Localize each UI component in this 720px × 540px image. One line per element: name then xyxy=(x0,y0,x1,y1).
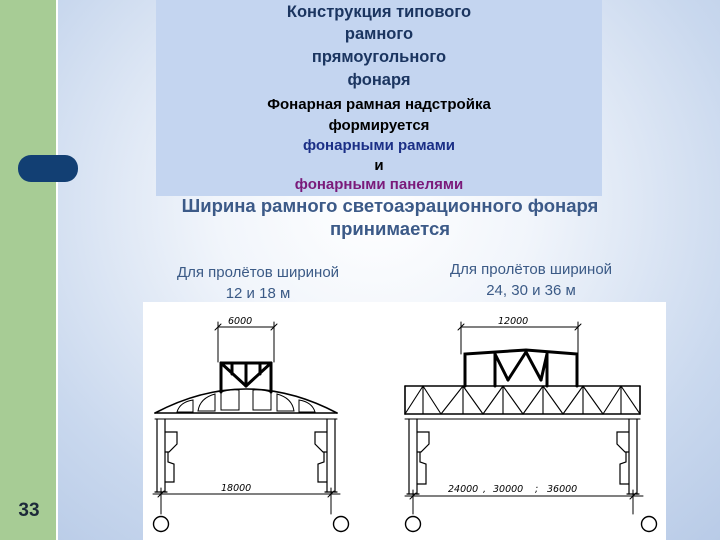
right-span-label-24: 24000 xyxy=(448,484,478,495)
header-title-line-4: фонаря xyxy=(347,71,411,89)
left-sidebar xyxy=(0,0,58,540)
main-title-line-1: Ширина рамного светоаэрационного фонаря xyxy=(181,195,599,216)
right-span-separator-2: ; xyxy=(535,484,538,495)
left-case-label-line-1: Для пролётов шириной xyxy=(176,264,340,281)
drawing-area: 6000 18000 12000 24000 , 30000 ; 36000 xyxy=(143,302,666,540)
header-box xyxy=(156,0,602,196)
header-title-line-2: рамного xyxy=(344,25,414,43)
right-lantern-width-label: 12000 xyxy=(498,316,528,327)
header-desc-line-5: фонарными панелями xyxy=(294,176,464,193)
left-case-label-line-2: 12 и 18 м xyxy=(225,285,291,302)
frames-drawing: 6000 18000 12000 24000 , 30000 ; 36000 xyxy=(152,316,658,533)
main-title-line-2: принимается xyxy=(329,218,451,239)
slide-tab-marker xyxy=(18,155,78,182)
left-lantern-width-label: 6000 xyxy=(228,316,252,327)
right-span-separator-1: , xyxy=(483,484,486,495)
left-span-label: 18000 xyxy=(221,483,251,494)
header-desc-line-3: фонарными рамами xyxy=(302,137,456,154)
right-case-label-line-1: Для пролётов шириной xyxy=(449,261,613,278)
right-span-label-30: 30000 xyxy=(493,484,523,495)
right-case-label-line-2: 24, 30 и 36 м xyxy=(486,282,576,299)
header-title-line-3: прямоугольного xyxy=(311,48,447,66)
header-desc-line-1: Фонарная рамная надстройка xyxy=(267,96,491,113)
right-span-label-36: 36000 xyxy=(547,484,577,495)
slide-number: 33 xyxy=(18,500,40,521)
left-frame-drawing xyxy=(152,321,350,533)
right-frame-drawing xyxy=(404,321,658,533)
right-case-label: Для пролётов шириной 24, 30 и 36 м xyxy=(420,259,642,301)
header-desc-line-4: и xyxy=(374,157,384,174)
header-title-line-1: Конструкция типового xyxy=(286,3,472,21)
header-desc-line-2: формируется xyxy=(328,117,430,134)
left-case-label: Для пролётов шириной 12 и 18 м xyxy=(148,262,368,304)
main-title: Ширина рамного светоаэрационного фонаря … xyxy=(110,194,670,240)
